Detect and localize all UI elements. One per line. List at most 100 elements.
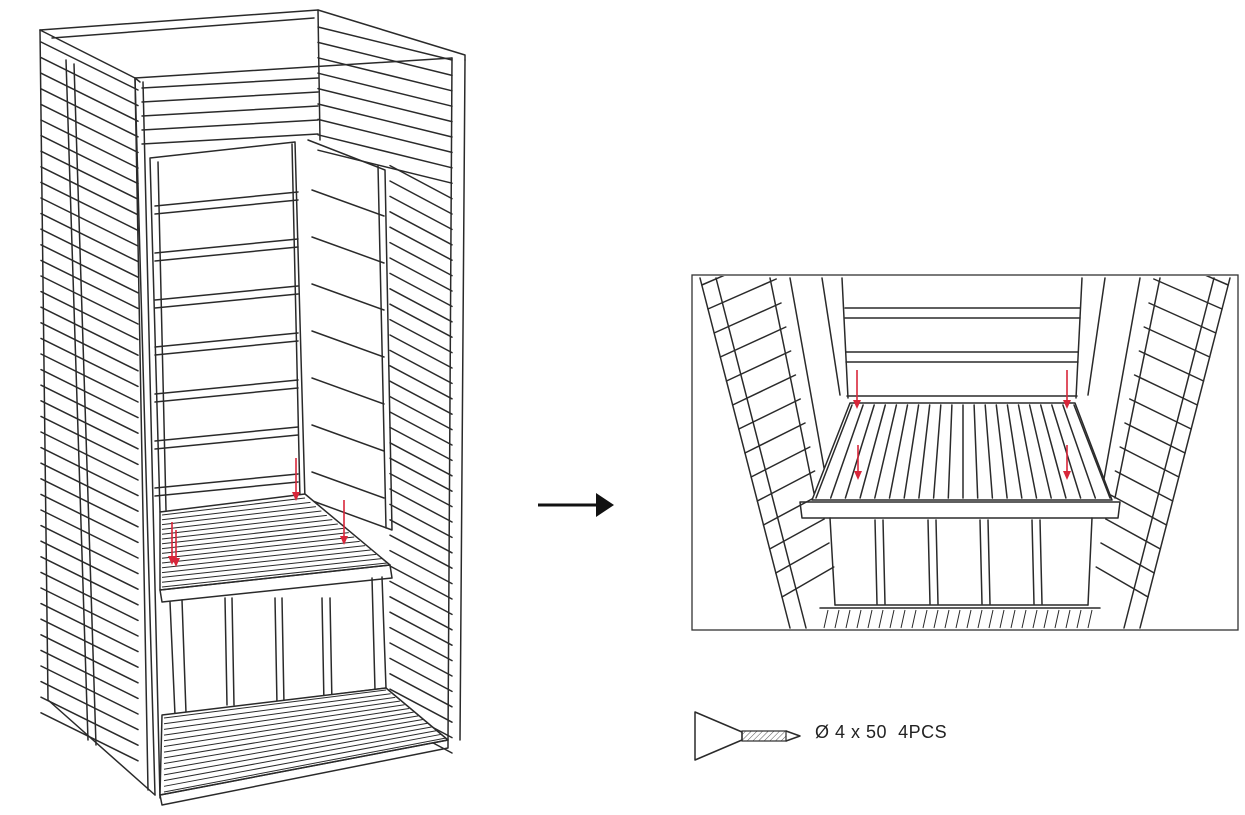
right-wall-slat (389, 688, 453, 723)
bench-slat (161, 532, 349, 554)
left-wall-slat (40, 72, 139, 122)
detail-floor-slat (1065, 609, 1071, 629)
right-wall-slat (389, 657, 453, 693)
bench-slat (161, 536, 355, 559)
left-wall-slat (40, 88, 139, 138)
left-wall-slat (40, 150, 139, 200)
right-wall (317, 9, 466, 754)
detail-floor-slat (911, 609, 917, 629)
left-wall-slat (40, 493, 139, 544)
detail-floor-slat (944, 609, 950, 629)
right-wall-slat (389, 380, 453, 415)
back-frame-rung (154, 379, 299, 395)
detail-floor-slat (889, 609, 895, 629)
left-wall-slat (40, 649, 139, 700)
detail-floor-slat (1032, 609, 1038, 629)
left-wall-slat (40, 446, 139, 497)
floor-slat (163, 693, 391, 725)
right-wall-slat (389, 534, 453, 569)
right-wall-slat (389, 272, 453, 308)
right-wall-slat (389, 596, 453, 631)
bench-front-board (274, 597, 278, 706)
detail-left-slat (713, 302, 782, 334)
left-wall-slat (40, 212, 139, 263)
side-frame-rung (311, 189, 385, 217)
back-frame-rung (154, 473, 299, 489)
detail-screw-markers (853, 370, 1071, 480)
left-wall-slat (40, 197, 139, 247)
detail-seat-slat (1006, 404, 1023, 499)
detail-seat-slat (932, 404, 942, 499)
detail-seat-slat (844, 404, 875, 499)
detail-left-slat (768, 518, 825, 550)
detail-left-slat (725, 350, 792, 382)
left-wall-slat (40, 244, 139, 294)
detail-left-slat (762, 494, 821, 526)
detail-floor-slat (1054, 609, 1060, 629)
right-wall-slat (317, 118, 453, 154)
detail-front-board (979, 519, 983, 605)
right-wall-slat (389, 442, 453, 477)
bench-front-board (281, 597, 285, 706)
left-wall-slat (40, 166, 139, 216)
back-frame-rung (154, 426, 299, 442)
right-wall-slat (389, 211, 453, 246)
right-wall-slat (389, 257, 453, 292)
detail-seat-slat (903, 404, 920, 499)
back-frame-rung (154, 191, 299, 207)
left-wall-slat (40, 478, 139, 528)
left-wall-slat (40, 337, 139, 388)
right-wall-slat (389, 472, 453, 508)
left-wall-slat (40, 41, 139, 91)
detail-floor-slat (966, 609, 972, 629)
right-wall-slat (389, 488, 453, 523)
left-wall-slat (40, 290, 139, 341)
right-wall-slat (317, 87, 453, 123)
detail-seat-slat (815, 404, 853, 499)
floor-slat (163, 715, 419, 759)
detail-seat-slat (973, 404, 979, 499)
bench-front-board (224, 597, 228, 706)
detail-left-slat (731, 374, 797, 406)
overview-screw-markers (168, 458, 348, 567)
bench-seat (159, 493, 393, 603)
back-wall-upper-slats (141, 77, 319, 145)
right-wall-slat (389, 349, 453, 385)
right-wall-slat (317, 72, 453, 107)
left-wall-slat (40, 665, 139, 715)
detail-left-slat (719, 326, 787, 358)
floor-slat (163, 696, 396, 730)
right-wall-slat (389, 426, 453, 462)
right-wall-slat (317, 41, 453, 77)
left-wall-slat (40, 556, 139, 606)
detail-bench-seat (799, 402, 1121, 519)
detail-seat-slat (874, 404, 898, 499)
detail-front-board (874, 519, 878, 605)
detail-left-slat (756, 470, 816, 502)
bench-slat (161, 562, 388, 588)
right-wall-slat (317, 149, 453, 184)
detail-floor-slat (933, 609, 939, 629)
detail-seat-slat (829, 404, 864, 499)
right-arrow-icon (538, 493, 614, 517)
red-down-arrow-icon (853, 370, 861, 409)
detail-seat-slat (947, 404, 953, 499)
back-frame-rung (154, 246, 299, 262)
detail-floor-slat (955, 609, 961, 629)
left-wall-slat (40, 322, 139, 372)
right-wall-slat (317, 57, 453, 92)
detail-floor-slat (834, 609, 840, 629)
bench-slat (161, 540, 360, 564)
right-wall-slat (389, 626, 453, 662)
detail-right-slat (1114, 470, 1174, 502)
detail-right-slat (1109, 494, 1168, 526)
sauna-cabin-overview (39, 9, 466, 806)
bench-slat (161, 549, 371, 574)
detail-left-slat (738, 398, 801, 430)
left-wall-slat (40, 119, 139, 169)
bench-slat (161, 519, 333, 540)
detail-back-wall (841, 277, 1083, 399)
detail-right-slat (1129, 398, 1192, 430)
right-wall-slat (389, 395, 453, 431)
right-wall-slat (389, 195, 453, 231)
